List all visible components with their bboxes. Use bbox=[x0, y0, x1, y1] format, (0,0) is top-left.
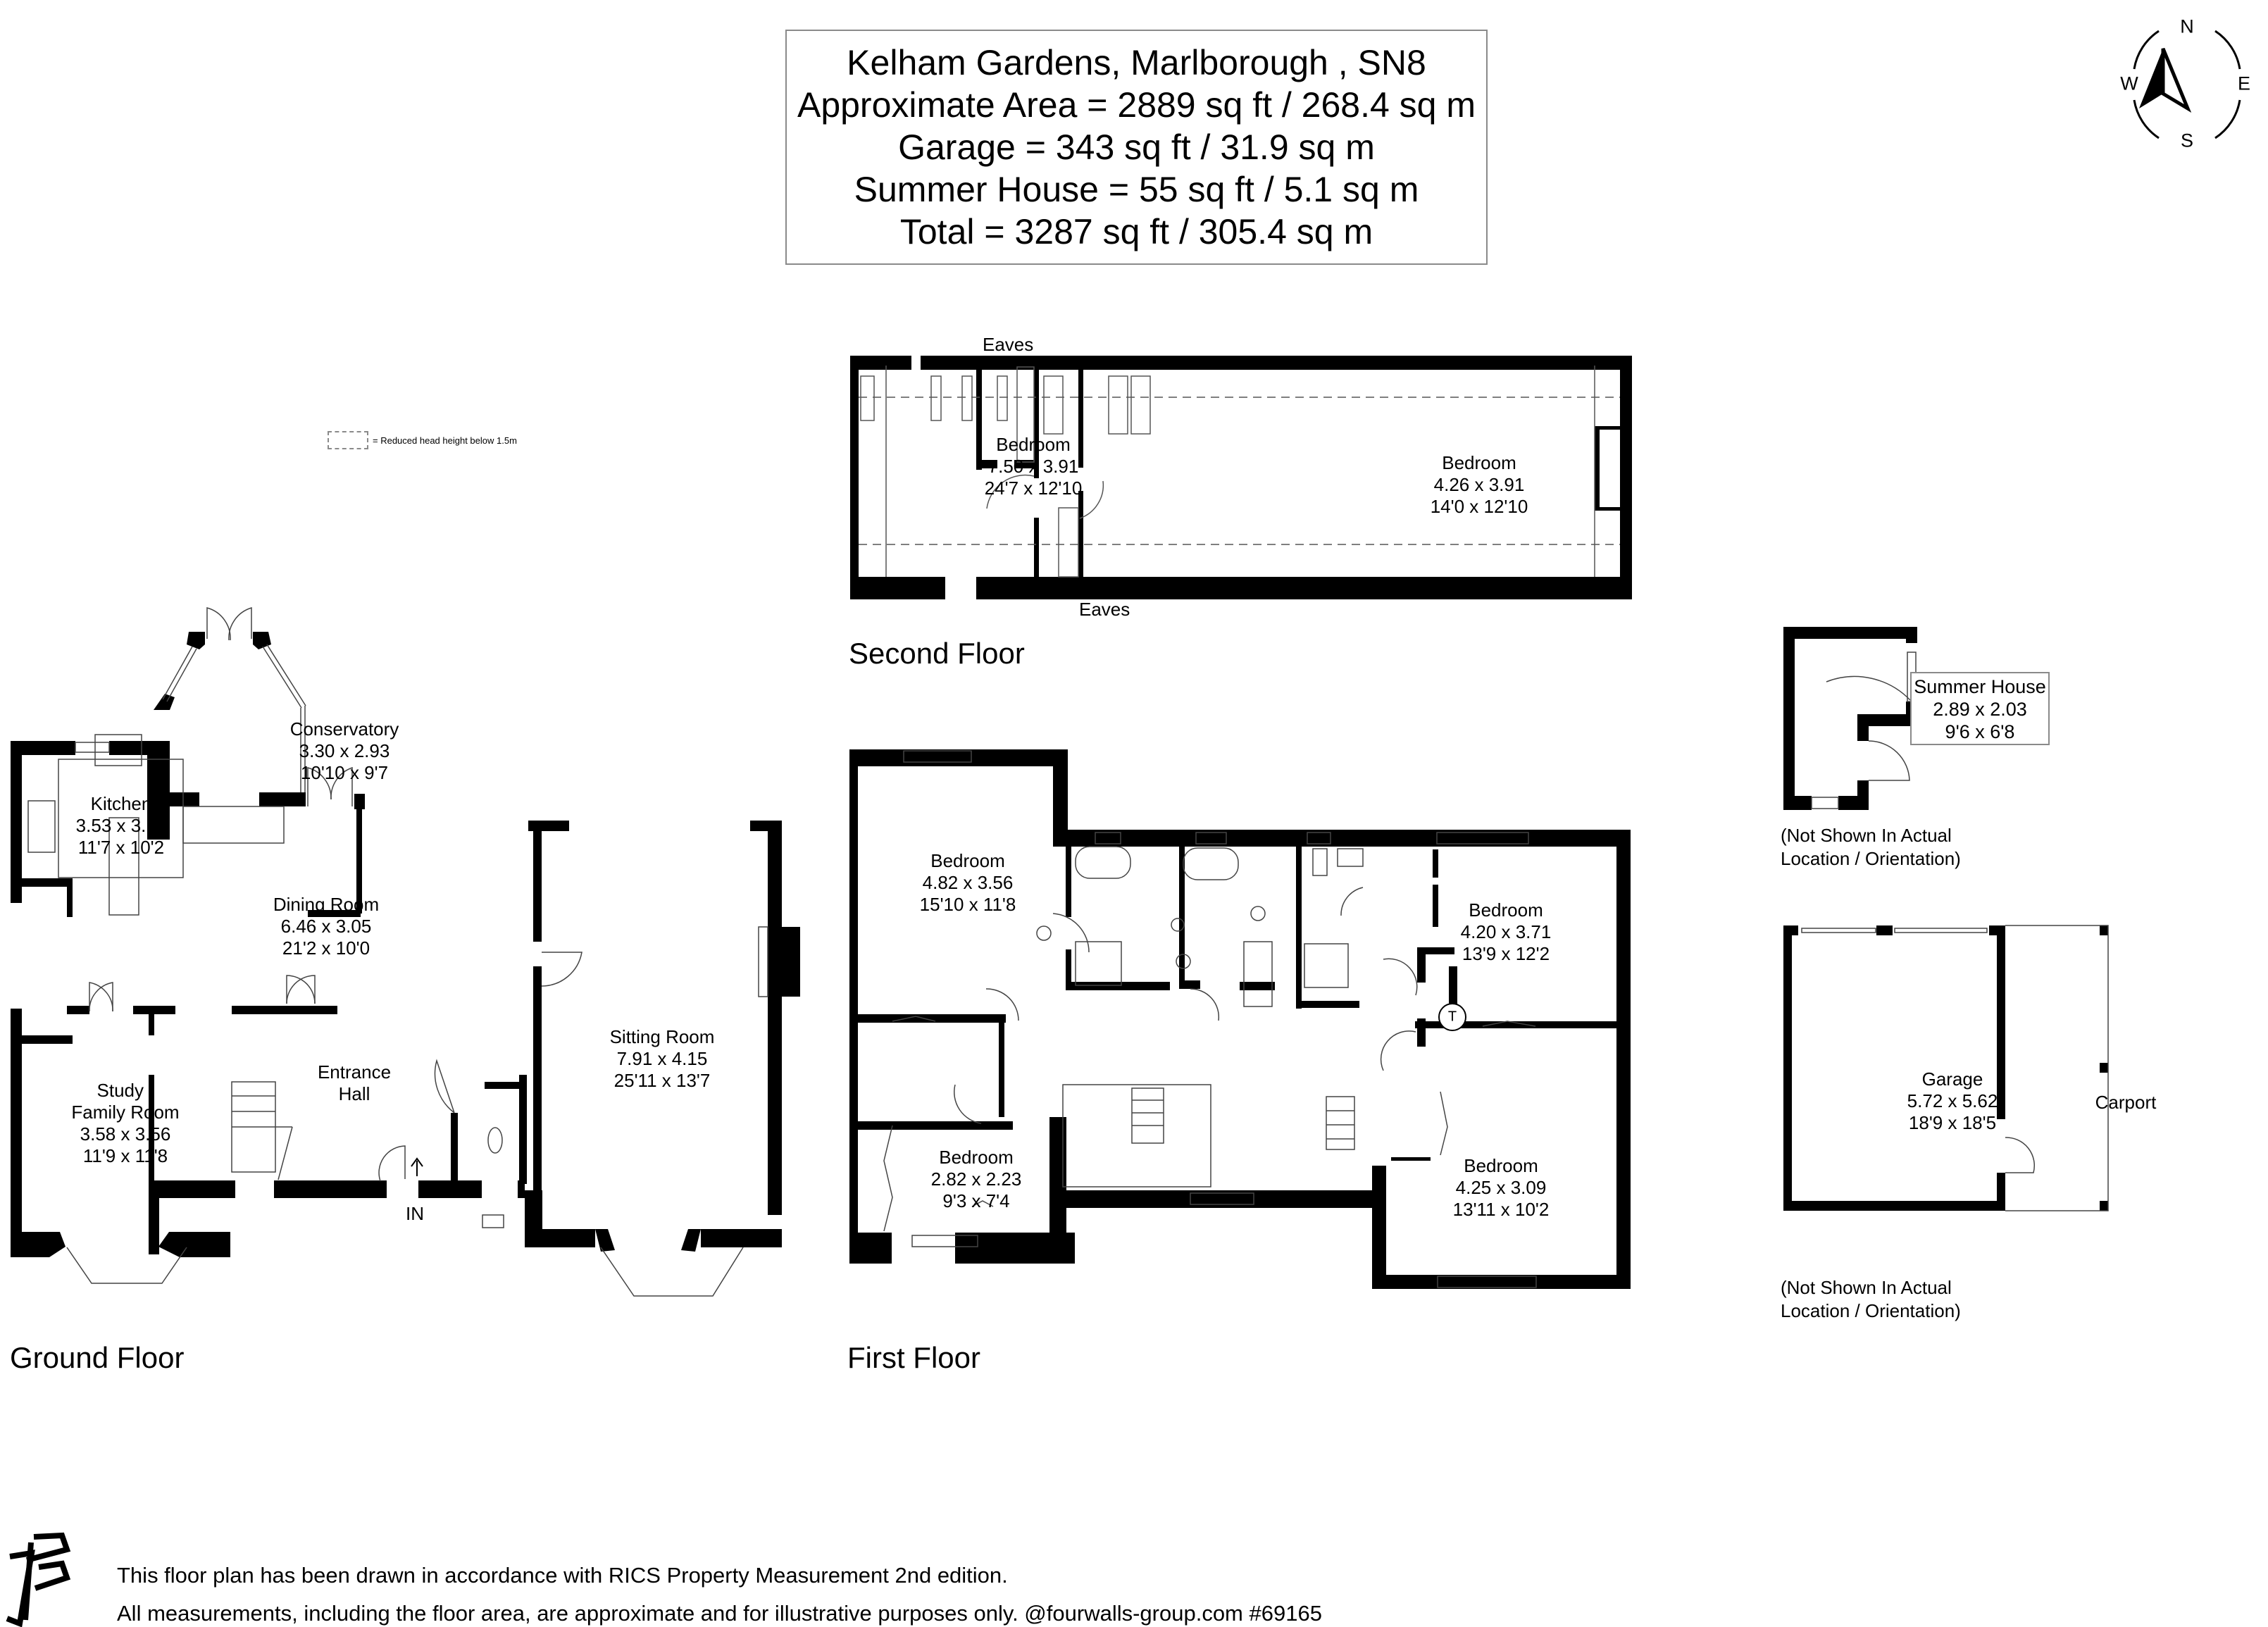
room-label-second-bedroom-2: Bedroom 4.26 x 3.91 14'0 x 12'10 bbox=[1430, 452, 1528, 517]
garage-fittings bbox=[1801, 925, 2109, 1211]
water-tank-icon bbox=[1438, 1003, 1466, 1031]
room-label-first-bedroom-4: Bedroom 4.25 x 3.09 13'11 x 10'2 bbox=[1452, 1155, 1550, 1220]
entrance-arrow-icon bbox=[411, 1157, 423, 1176]
compass-east: E bbox=[2237, 73, 2251, 94]
compass-south: S bbox=[2180, 130, 2194, 151]
second-floor-fittings bbox=[859, 366, 1620, 578]
floor-label-first: First Floor bbox=[847, 1341, 980, 1374]
legend-text: = Reduced head height below 1.5m bbox=[373, 435, 517, 446]
water-tank-label: T bbox=[1447, 1009, 1457, 1025]
summer-house-location-note: (Not Shown In Actual Location / Orientat… bbox=[1781, 825, 1961, 869]
ground-floor-plan bbox=[11, 632, 800, 1257]
footer-disclaimer: All measurements, including the floor ar… bbox=[117, 1601, 1322, 1626]
summer-house-area: Summer House = 55 sq ft / 5.1 sq m bbox=[854, 170, 1419, 209]
floor-label-second: Second Floor bbox=[849, 637, 1025, 670]
summer-house-plan bbox=[1783, 627, 1917, 810]
garage-location-note: (Not Shown In Actual Location / Orientat… bbox=[1781, 1277, 1961, 1321]
first-floor-plan bbox=[849, 749, 1631, 1289]
ground-floor-fittings bbox=[27, 606, 768, 1297]
dashed-box-icon bbox=[328, 431, 368, 449]
room-label-carport: Carport bbox=[2095, 1092, 2157, 1113]
property-summary-box: Kelham Gardens, Marlborough , SN8 Approx… bbox=[785, 30, 1488, 265]
garage-plan bbox=[1783, 925, 2108, 1211]
room-label-sitting-room: Sitting Room 7.91 x 4.15 25'11 x 13'7 bbox=[609, 1026, 715, 1091]
room-label-summer-house: Summer House 2.89 x 2.03 9'6 x 6'8 bbox=[1910, 672, 2050, 745]
room-label-entrance-hall: Entrance Hall bbox=[317, 1061, 392, 1104]
approximate-area: Approximate Area = 2889 sq ft / 268.4 sq… bbox=[797, 85, 1476, 125]
entrance-in-label: IN bbox=[406, 1203, 424, 1224]
room-label-second-bedroom-1: Bedroom 7.50 x 3.91 24'7 x 12'10 bbox=[984, 434, 1083, 499]
fourwalls-logo-icon bbox=[6, 1532, 71, 1627]
room-label-study-family-room: Study / Family Room 3.58 x 3.56 11'9 x 1… bbox=[71, 1080, 180, 1166]
legend: = Reduced head height below 1.5m bbox=[328, 431, 517, 449]
garage-area: Garage = 343 sq ft / 31.9 sq m bbox=[898, 127, 1375, 167]
footer-rics-statement: This floor plan has been drawn in accord… bbox=[117, 1563, 1008, 1588]
room-label-first-bedroom-2: Bedroom 4.20 x 3.71 13'9 x 12'2 bbox=[1460, 899, 1552, 964]
room-label-dining-room: Dining Room 6.46 x 3.05 21'2 x 10'0 bbox=[273, 894, 380, 959]
total-area: Total = 3287 sq ft / 305.4 sq m bbox=[899, 212, 1373, 251]
property-address: Kelham Gardens, Marlborough , SN8 bbox=[847, 43, 1426, 82]
north-arrow-icon bbox=[2139, 48, 2192, 113]
room-label-garage: Garage 5.72 x 5.62 18'9 x 18'5 bbox=[1907, 1068, 1998, 1133]
compass-west: W bbox=[2120, 73, 2138, 94]
eaves-label-top: Eaves bbox=[983, 334, 1034, 355]
eaves-label-bottom: Eaves bbox=[1079, 599, 1130, 620]
compass-north: N bbox=[2180, 15, 2194, 37]
room-label-first-bedroom-1: Bedroom 4.82 x 3.56 15'10 x 11'8 bbox=[919, 850, 1016, 915]
room-label-conservatory: Conservatory 3.30 x 2.93 10'10 x 9'7 bbox=[289, 718, 399, 783]
room-label-kitchen: Kitchen 3.53 x 3.10 11'7 x 10'2 bbox=[75, 793, 167, 858]
floor-label-ground: Ground Floor bbox=[10, 1341, 185, 1374]
room-label-first-bedroom-3: Bedroom 2.82 x 2.23 9'3 x 7'4 bbox=[930, 1147, 1022, 1211]
first-floor-fittings bbox=[883, 750, 1537, 1288]
compass-rose bbox=[2133, 30, 2241, 139]
